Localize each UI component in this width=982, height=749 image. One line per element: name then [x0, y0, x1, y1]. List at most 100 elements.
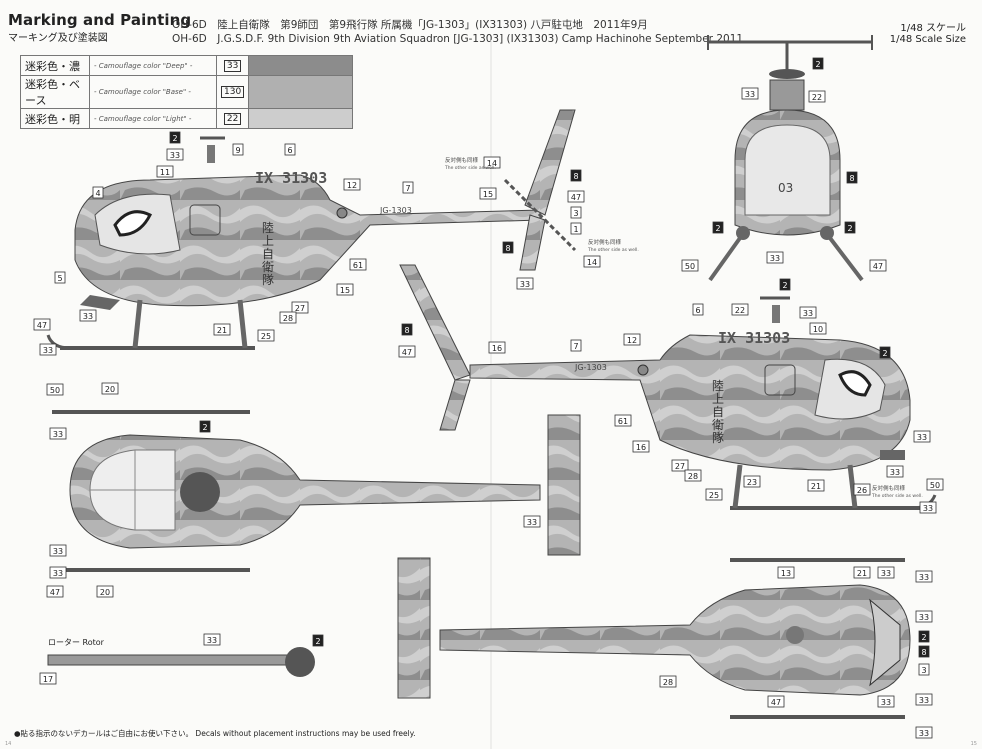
callout-3: 3 [570, 206, 582, 219]
callout-2: 2 [879, 346, 891, 359]
callout-8: 8 [918, 645, 930, 658]
callout-50: 50 [46, 383, 64, 396]
svg-text:2: 2 [882, 349, 887, 358]
callout-15: 15 [479, 187, 497, 200]
svg-text:15: 15 [483, 190, 493, 199]
callout-16: 16 [632, 440, 650, 453]
right-serial: IX 31303 [718, 329, 790, 347]
legend-name: 迷彩色・ベース [20, 75, 90, 109]
svg-text:8: 8 [921, 648, 926, 657]
callout-2: 2 [918, 630, 930, 643]
callout-1: 1 [570, 222, 582, 235]
svg-text:2: 2 [172, 134, 177, 143]
callout-28: 28 [684, 469, 702, 482]
side-kanji: 陸上自衛隊 [262, 221, 274, 287]
svg-text:22: 22 [812, 93, 822, 102]
side-serial: IX 31303 [255, 169, 327, 187]
svg-text:7: 7 [573, 342, 578, 351]
callout-33: 33 [919, 501, 937, 514]
color-legend: 迷彩色・濃 - Camouflage color "Deep" - 33 迷彩色… [20, 55, 354, 129]
callout-33: 33 [79, 309, 97, 322]
legend-name: 迷彩色・濃 [20, 55, 90, 76]
svg-text:14: 14 [487, 159, 497, 168]
callout-2: 2 [812, 57, 824, 70]
callout-4: 4 [92, 186, 104, 199]
callout-61: 61 [349, 258, 367, 271]
header-line-jp: OH-6D 陸上自衛隊 第9師団 第9飛行隊 所属機「JG-1303」(IX31… [172, 19, 648, 31]
callout-33: 33 [766, 251, 784, 264]
svg-text:28: 28 [663, 678, 673, 687]
svg-text:8: 8 [505, 244, 510, 253]
header-line-en: OH-6D J.G.S.D.F. 9th Division 9th Aviati… [172, 33, 744, 45]
svg-text:2: 2 [921, 633, 926, 642]
svg-text:33: 33 [83, 312, 93, 321]
callout-21: 21 [213, 323, 231, 336]
callout-33: 33 [886, 465, 904, 478]
svg-text:33: 33 [919, 573, 929, 582]
page-subtitle: マーキング及び塗装図 [8, 33, 108, 44]
svg-text:8: 8 [404, 326, 409, 335]
svg-text:33: 33 [919, 729, 929, 738]
callout-23: 23 [743, 475, 761, 488]
legend-row-base: 迷彩色・ベース - Camouflage color "Base" - 130 [20, 75, 354, 109]
svg-text:21: 21 [811, 482, 821, 491]
rotor-view [47, 647, 315, 677]
svg-text:14: 14 [587, 258, 597, 267]
legend-number: 22 [223, 112, 242, 125]
callout-14: 14 [583, 255, 601, 268]
svg-text:20: 20 [100, 588, 110, 597]
right-kanji: 陸上自衛隊 [712, 379, 724, 445]
svg-text:2: 2 [782, 281, 787, 290]
svg-text:15: 15 [340, 286, 350, 295]
svg-text:47: 47 [873, 262, 883, 271]
svg-text:33: 33 [520, 280, 530, 289]
svg-text:47: 47 [402, 348, 412, 357]
rotor-label: ローター Rotor [48, 638, 104, 647]
callout-27: 27 [291, 301, 309, 314]
svg-text:61: 61 [353, 261, 363, 270]
svg-text:50: 50 [685, 262, 695, 271]
footer-note: ●貼る指示のないデカールはご自由にお使い下さい。 Decals without … [14, 729, 416, 738]
other-side-note-en: The other side as well. [871, 493, 923, 499]
svg-text:33: 33 [53, 547, 63, 556]
callout-12: 12 [623, 333, 641, 346]
other-side-note: 反対側も同様 [445, 156, 479, 164]
legend-number: 130 [221, 86, 245, 98]
svg-text:47: 47 [771, 698, 781, 707]
callout-33: 33 [523, 515, 541, 528]
other-side-note-en: The other side as well. [587, 247, 639, 253]
svg-text:5: 5 [57, 274, 62, 283]
callout-2: 2 [779, 278, 791, 291]
callout-8: 8 [401, 323, 413, 336]
svg-text:20: 20 [105, 385, 115, 394]
svg-text:2: 2 [815, 60, 820, 69]
callout-50: 50 [681, 259, 699, 272]
svg-text:7: 7 [405, 184, 410, 193]
svg-text:13: 13 [781, 569, 791, 578]
callout-22: 22 [731, 303, 749, 316]
callout-6: 6 [284, 143, 296, 156]
svg-text:2: 2 [715, 224, 720, 233]
callout-47: 47 [567, 190, 585, 203]
callout-33: 33 [913, 430, 931, 443]
callout-2: 2 [199, 420, 211, 433]
callout-14: 14 [483, 156, 501, 169]
callout-7: 7 [570, 339, 582, 352]
svg-text:28: 28 [283, 314, 293, 323]
svg-text:33: 33 [43, 346, 53, 355]
svg-text:47: 47 [50, 588, 60, 597]
legend-name: 迷彩色・明 [20, 108, 90, 129]
callout-47: 47 [398, 345, 416, 358]
svg-text:33: 33 [803, 309, 813, 318]
callout-33: 33 [203, 633, 221, 646]
svg-text:3: 3 [573, 209, 578, 218]
svg-text:25: 25 [709, 491, 719, 500]
svg-text:16: 16 [636, 443, 646, 452]
callout-47: 47 [869, 259, 887, 272]
svg-text:16: 16 [492, 344, 502, 353]
svg-text:50: 50 [50, 386, 60, 395]
legend-swatch-base [248, 75, 354, 109]
svg-text:6: 6 [695, 306, 700, 315]
svg-text:22: 22 [735, 306, 745, 315]
